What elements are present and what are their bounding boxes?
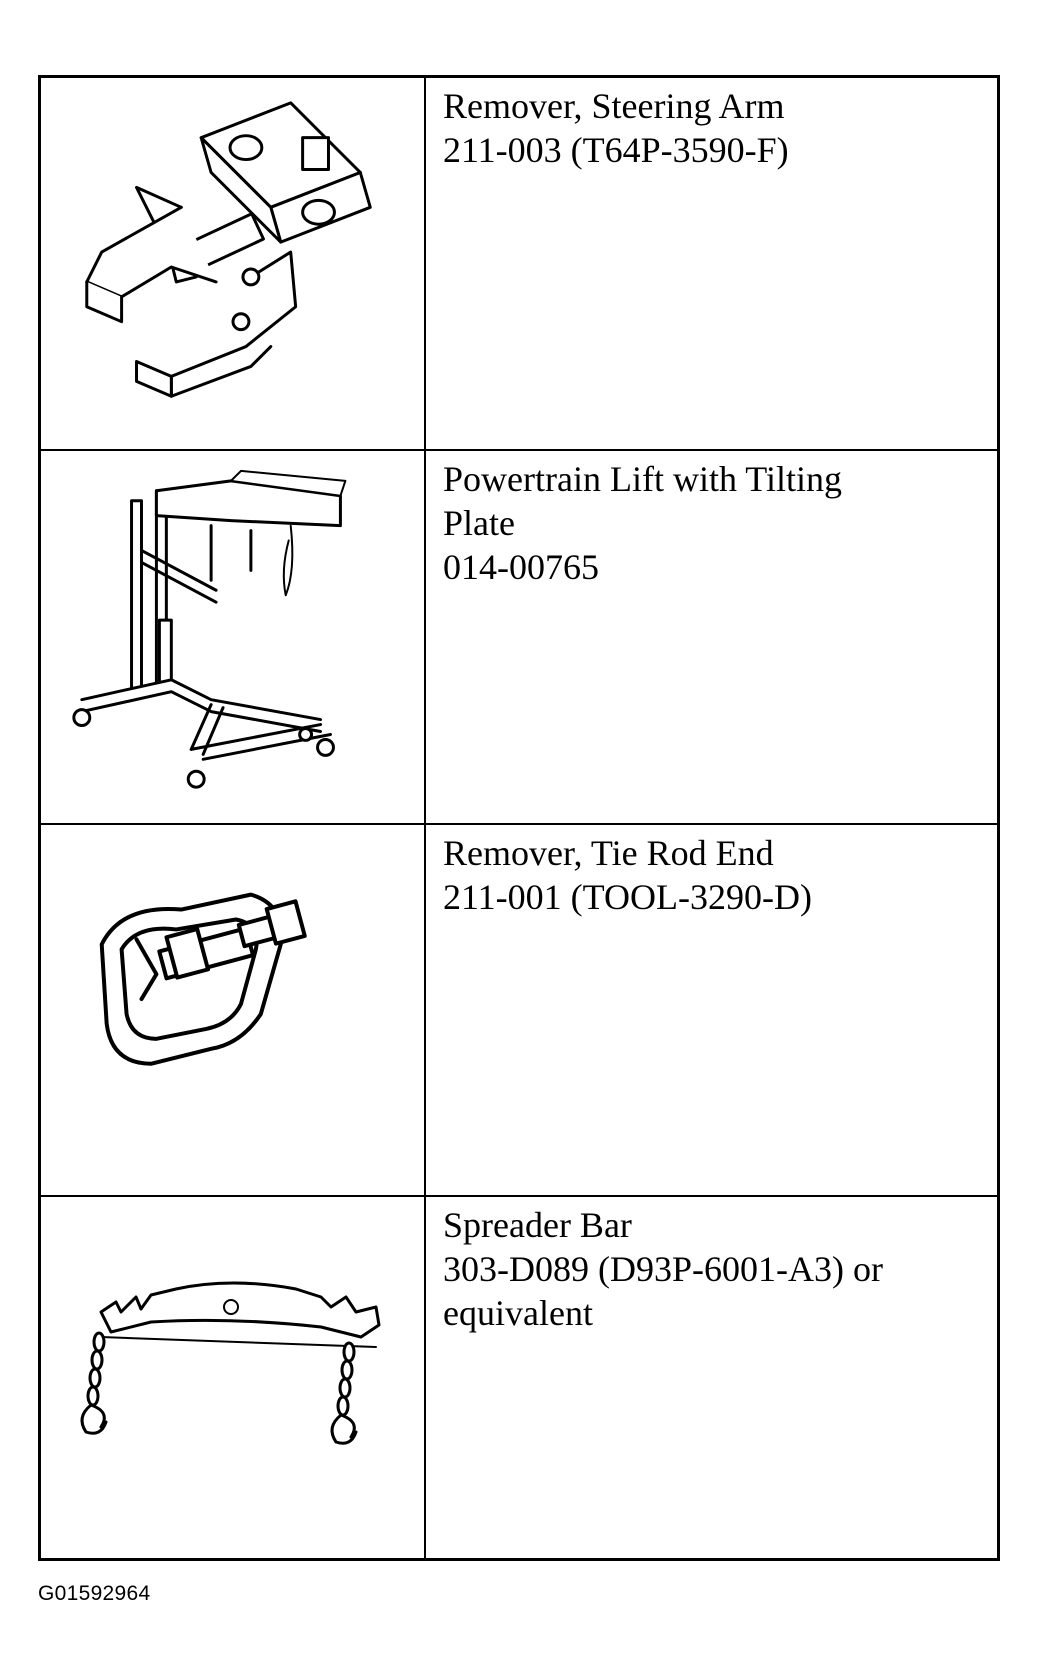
tool-description: Remover, Steering Arm 211-003 (T64P-3590… bbox=[443, 84, 983, 172]
spreader-bar-icon bbox=[80, 1281, 381, 1445]
tool-part-number: 014-00765 bbox=[443, 547, 599, 587]
tool-name: Powertrain Lift with Tilting bbox=[443, 459, 843, 499]
figure-id: G01592964 bbox=[38, 1582, 151, 1605]
tool-illustration-cell bbox=[41, 451, 426, 823]
tool-description: Powertrain Lift with Tilting Plate 014-0… bbox=[443, 457, 983, 589]
tool-row-steering-arm-remover: Remover, Steering Arm 211-003 (T64P-3590… bbox=[41, 78, 997, 451]
tool-illustration-cell bbox=[41, 1197, 426, 1558]
tool-part-number: 211-003 (T64P-3590-F) bbox=[443, 130, 789, 170]
tool-row-tie-rod-end-remover: Remover, Tie Rod End 211-001 (TOOL-3290-… bbox=[41, 825, 997, 1197]
tool-part-number: 303-D089 (D93P-6001-A3) or bbox=[443, 1249, 883, 1289]
tool-row-spreader-bar: Spreader Bar 303-D089 (D93P-6001-A3) or … bbox=[41, 1197, 997, 1558]
tie-rod-end-remover-icon bbox=[99, 892, 307, 1066]
tool-description: Spreader Bar 303-D089 (D93P-6001-A3) or … bbox=[443, 1203, 983, 1335]
tool-illustration-cell bbox=[41, 78, 426, 449]
tool-name: Spreader Bar bbox=[443, 1205, 632, 1245]
tool-name-continued: Plate bbox=[443, 503, 515, 543]
special-tools-table: Remover, Steering Arm 211-003 (T64P-3590… bbox=[38, 75, 1000, 1561]
powertrain-lift-icon bbox=[72, 469, 347, 789]
tool-part-number: 211-001 (TOOL-3290-D) bbox=[443, 877, 812, 917]
tool-name: Remover, Tie Rod End bbox=[443, 833, 774, 873]
tool-row-powertrain-lift: Powertrain Lift with Tilting Plate 014-0… bbox=[41, 451, 997, 825]
tool-part-number-continued: equivalent bbox=[443, 1293, 593, 1333]
tool-illustration-cell bbox=[41, 825, 426, 1195]
tool-description: Remover, Tie Rod End 211-001 (TOOL-3290-… bbox=[443, 831, 983, 919]
steering-arm-remover-icon bbox=[85, 101, 372, 398]
tool-name: Remover, Steering Arm bbox=[443, 86, 785, 126]
